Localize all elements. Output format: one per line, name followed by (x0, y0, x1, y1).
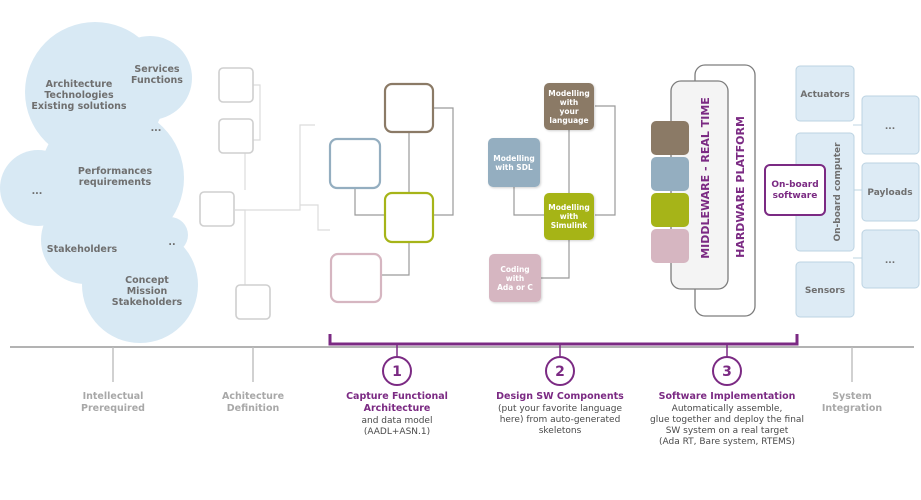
cloud-ellipsis-left: ... (32, 186, 43, 197)
system-ellipsis-top-box (861, 95, 920, 155)
design-tree (513, 105, 616, 279)
platform-stack: MIDDLEWARE - REAL TIME HARDWARE PLATFORM (651, 64, 756, 317)
step1-circle (382, 356, 412, 386)
payloads-label: Payloads (867, 188, 912, 198)
step2-title: Design SW Components (496, 391, 624, 402)
step1-desc: and data model(AADL+ASN.1) (362, 416, 433, 437)
design-box-simulink (544, 193, 594, 240)
onboard-computer-label: On-board computer (833, 142, 843, 242)
functional-boxes (328, 82, 435, 304)
architecture-boxes (199, 67, 271, 320)
middleware-label: MIDDLEWARE - REAL TIME (699, 97, 712, 259)
functional-tree (354, 107, 454, 276)
design-boxes (488, 83, 594, 302)
system-ellipsis-bottom-box (861, 229, 920, 289)
step2-number: 2 (555, 364, 565, 380)
cloud-ellipsis-top: ... (151, 123, 162, 134)
arch-box-2 (218, 118, 254, 154)
system-labels: Actuators On-board computer Sensors ... … (800, 90, 912, 296)
stack-block-brown (651, 121, 689, 155)
arch-box-3 (199, 191, 235, 227)
stack-block-blue (651, 157, 689, 191)
cloud-ellipsis-small: .. (168, 237, 175, 248)
system-ellipsis-top: ... (885, 122, 895, 132)
func-box-brown (383, 82, 435, 134)
step2-circle (545, 356, 575, 386)
func-box-blue (328, 137, 382, 190)
sensors-box (795, 261, 855, 318)
step3-circle (712, 356, 742, 386)
timeline-ticks (112, 347, 853, 382)
arch-box-1 (218, 67, 254, 103)
system-boxes (795, 65, 920, 318)
step3-title: Software Implementation (659, 391, 796, 402)
func-box-olive (383, 191, 435, 244)
step-circles (382, 356, 742, 386)
payloads-box (861, 162, 920, 222)
actuators-box (795, 65, 855, 122)
stack-block-olive (651, 193, 689, 227)
actuators-label: Actuators (800, 90, 849, 100)
step3-desc: Automatically assemble,glue together and… (650, 404, 804, 447)
design-box-language (544, 83, 594, 130)
design-box-coding (489, 254, 541, 302)
system-ellipsis-bottom: ... (885, 256, 895, 266)
stack-block-pink (651, 229, 689, 263)
architecture-tree (235, 84, 330, 285)
step-connectors (396, 344, 728, 357)
step-descriptions: and data model(AADL+ASN.1) (put your fav… (362, 404, 804, 447)
requirements-cloud (0, 22, 198, 343)
design-box-sdl (488, 138, 540, 187)
func-box-pink (329, 252, 383, 304)
sensors-label: Sensors (805, 286, 845, 296)
step1-number: 1 (392, 364, 402, 380)
cloud-stakeholders-label: Stakeholders (47, 244, 118, 255)
arch-box-4 (235, 284, 271, 320)
onboard-software-box (764, 164, 826, 216)
process-bracket (328, 334, 799, 346)
step3-number: 3 (722, 364, 732, 380)
hardware-label: HARDWARE PLATFORM (734, 116, 747, 258)
